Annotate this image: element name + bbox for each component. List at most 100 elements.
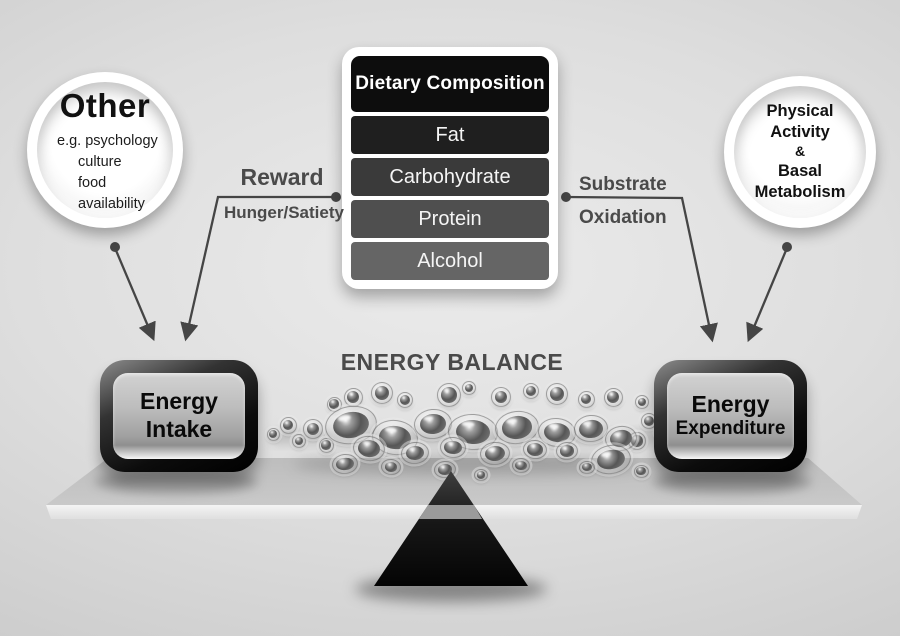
energy-expenditure-label-line2: Expenditure [675,418,786,440]
fat-cell-highlight [645,416,650,420]
fat-cell [318,437,334,453]
fat-cell [292,434,306,448]
fat-cell-highlight [639,398,643,401]
fat-cell [555,441,579,461]
fat-cell [462,381,476,395]
fat-cell [546,383,568,405]
fat-cell-core [643,415,655,427]
fat-cell [474,469,488,481]
fat-cell [572,413,610,443]
fat-cell [579,460,595,474]
fat-cell-highlight [552,388,558,392]
fat-cell-highlight [270,430,274,433]
fat-cell-highlight [582,394,587,397]
fat-cell [380,458,402,476]
fat-cell-core [282,419,294,431]
fat-cell-core [294,436,304,446]
energy-intake-box: Energy Intake [100,360,258,472]
fat-cell-core [580,393,592,405]
fat-cell-highlight [496,391,502,395]
fat-cell [603,387,623,407]
fat-cell [523,383,539,399]
other-examples: e.g. psychology culture food availabilit… [37,131,173,215]
fat-cell [577,390,595,408]
fat-cell-highlight [608,391,614,395]
other-example-line: culture [78,153,122,170]
fat-cell [412,407,454,441]
fat-cell-core [637,397,647,407]
fat-cell [433,459,457,479]
physical-activity-circle: Physical Activity & Basal Metabolism [724,76,876,228]
fat-cell [491,387,511,407]
dietary-row-fat: Fat [351,116,549,154]
fat-cell [635,395,649,409]
energy-balance-title: ENERGY BALANCE [340,349,564,375]
fat-cell-core [636,467,646,475]
fat-cell-highlight [548,423,559,429]
fat-cell-highlight [330,400,335,403]
fat-cell [397,392,413,408]
energy-intake-label-line1: Energy [140,388,218,415]
fat-cell-highlight [377,387,383,391]
fat-cell-highlight [529,443,536,447]
fat-cell-highlight [308,423,314,427]
fat-cell-highlight [296,437,300,440]
fat-cell-highlight [637,467,642,470]
energy-expenditure-box: Energy Expenditure [654,360,807,472]
fat-cell [343,387,363,407]
fat-cell-highlight [527,386,532,390]
reward-label: Reward [240,164,324,190]
other-example-line: e.g. psychology [57,132,158,149]
physical-activity-inner: Physical Activity & Basal Metabolism [734,86,866,218]
dietary-row-carbohydrate: Carbohydrate [351,158,549,196]
other-example-line: food availability [78,175,145,213]
fat-cell-core [631,435,643,447]
fat-cell-highlight [443,388,450,392]
hunger-satiety-label: Hunger/Satiety [224,203,344,222]
fat-cell-highlight [487,446,496,451]
substrate-label-line: Substrate [579,174,667,195]
other-factors-inner: Other e.g. psychology culture food avail… [37,82,173,218]
fat-cell-core [464,383,474,393]
fat-cell-core [321,440,331,450]
fat-cell-core [595,447,627,471]
fat-cell-core [269,430,277,438]
energy-intake-panel: Energy Intake [113,373,245,459]
physical-activity-label: Physical Activity [766,101,834,141]
fat-cell [303,419,323,439]
dietary-row-protein: Protein [351,200,549,238]
dietary-row-alcohol: Alcohol [351,242,549,280]
fat-cell-highlight [466,384,470,387]
oxidation-label-line: Oxidation [579,207,667,228]
fat-cell [331,452,359,476]
fat-cell [511,456,531,474]
fat-cell-core [399,394,411,406]
energy-expenditure-panel: Energy Expenditure [667,373,794,459]
other-factors-circle: Other e.g. psychology culture food avail… [27,72,183,228]
fat-cell [266,427,280,441]
fat-cell-core [329,399,339,409]
energy-expenditure-label-line1: Energy [691,390,770,417]
fat-cell-core [500,414,534,440]
fat-cell-highlight [284,420,289,423]
basal-metabolism-label: Basal Metabolism [754,161,846,202]
fat-cell-core [525,385,537,397]
fat-cell-highlight [401,395,406,399]
ampersand-label: & [794,143,806,160]
fat-cell-highlight [322,441,327,444]
fat-cell-highlight [348,391,354,395]
fat-cell [399,440,431,466]
other-title: Other [59,86,151,124]
dietary-composition-header: Dietary Composition [351,56,549,112]
substrate-oxidation-label: Substrate Oxidation [579,168,667,234]
fat-cell [371,382,393,404]
fat-cell-highlight [582,420,592,426]
fat-cell [437,383,461,407]
fat-cell-core [581,463,593,471]
fat-cell [633,464,649,478]
fat-cell [279,416,297,434]
energy-intake-label-line2: Intake [145,416,213,442]
